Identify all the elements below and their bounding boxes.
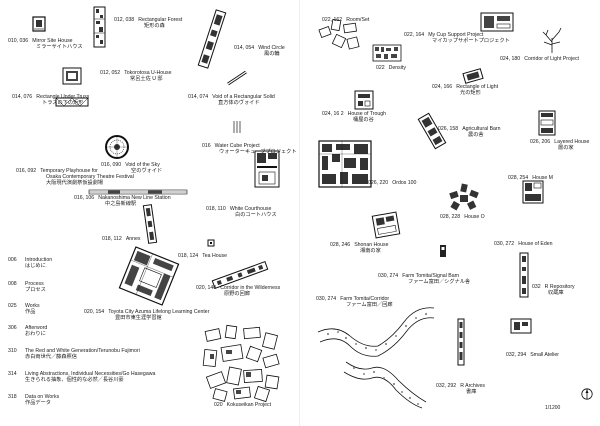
scale-label: 1/1200: [545, 405, 561, 411]
corridor-wilderness-plan: [210, 258, 270, 292]
r-archives-plan: [456, 318, 466, 366]
void-rect-solid-plan: [226, 70, 248, 86]
my-cup-plan: [480, 12, 514, 32]
tea-house-plan: [206, 238, 216, 248]
spine-divider: [299, 0, 300, 426]
farm-corridor-plan: [316, 302, 436, 410]
tokorotosa-plan: [62, 67, 82, 85]
annex-plan: [142, 204, 158, 244]
mirror-site-house-plan: [32, 16, 46, 32]
wind-circle-plan: [197, 8, 227, 70]
small-atelier-plan: [510, 318, 532, 334]
farm-signal-plan: [438, 244, 448, 258]
rectangle-light-plan: [462, 68, 484, 84]
nakanoshima-plan: [88, 188, 188, 196]
layered-house-plan: [538, 110, 556, 136]
corridor-light-tree: [540, 26, 564, 54]
water-cube-plan: [232, 120, 242, 134]
rectangle-under-truss-plan: [55, 97, 89, 107]
north-arrow-icon: [581, 387, 593, 400]
toyota-plan: [118, 246, 180, 306]
r-repository-plan: [518, 252, 530, 298]
house-trough-plan: [354, 90, 374, 110]
white-courthouse-plan: [254, 150, 280, 188]
room-set-plan: [318, 18, 362, 52]
house-o-plan: [448, 182, 480, 212]
house-m-plan: [522, 180, 544, 204]
kokuseikan-plan: [200, 322, 282, 404]
rectangular-forest-plan: [93, 6, 106, 48]
density-plan: [372, 44, 402, 62]
ordos-plan: [318, 140, 372, 188]
agricultural-barn-plan: [417, 112, 447, 150]
shonan-house-plan: [371, 211, 401, 239]
void-sky-plan: [103, 134, 131, 160]
